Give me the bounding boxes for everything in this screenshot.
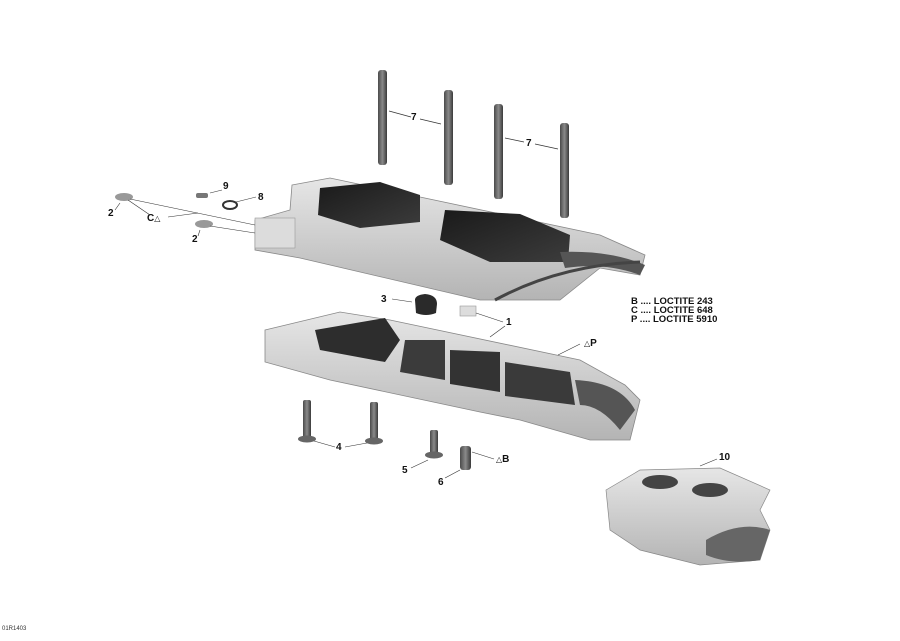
callout-10: 10 bbox=[719, 452, 731, 463]
bottom-fasteners bbox=[298, 400, 495, 479]
callout-8: 8 bbox=[258, 192, 264, 203]
reference-code: 01R1403 bbox=[2, 626, 27, 632]
triangle-icon: △ bbox=[496, 455, 503, 464]
callout-4: 4 bbox=[336, 442, 342, 453]
callout-6: 6 bbox=[438, 477, 444, 488]
lower-crankcase bbox=[264, 311, 641, 441]
legend-item-p: P .... LOCTITE 5910 bbox=[631, 314, 718, 325]
legend-item-c: C .... LOCTITE 648 bbox=[631, 305, 713, 316]
upper-crankcase bbox=[254, 177, 646, 302]
callout-7: 7 bbox=[411, 112, 417, 123]
legend-item-b: B .... LOCTITE 243 bbox=[631, 296, 713, 307]
callout-2: 2 bbox=[192, 234, 198, 245]
sealant-mark-b: △B bbox=[496, 454, 510, 465]
long-studs bbox=[378, 70, 569, 218]
callout-1: 1 bbox=[506, 317, 512, 328]
callout-7: 7 bbox=[526, 138, 532, 149]
callout-3: 3 bbox=[381, 294, 387, 305]
callout-2: 2 bbox=[108, 208, 114, 219]
triangle-icon: △ bbox=[154, 214, 161, 223]
grommet bbox=[391, 294, 506, 338]
sealant-mark-c: C△ bbox=[147, 213, 161, 224]
engine-block bbox=[605, 458, 771, 566]
sealant-mark-p: △P bbox=[584, 338, 597, 349]
callout-5: 5 bbox=[402, 465, 408, 476]
sealant-legend: B .... LOCTITE 243 C .... LOCTITE 648 P … bbox=[631, 296, 718, 325]
triangle-icon: △ bbox=[584, 339, 591, 348]
small-parts-top bbox=[114, 189, 257, 237]
callout-9: 9 bbox=[223, 181, 229, 192]
